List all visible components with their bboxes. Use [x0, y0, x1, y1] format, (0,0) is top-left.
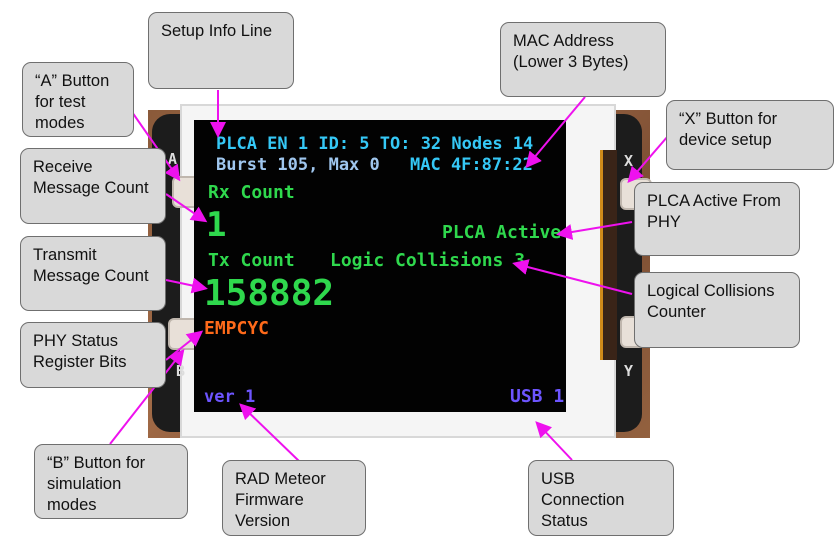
tx-count-label: Tx Count — [208, 250, 295, 271]
callout-x-button: “X” Button for device setup — [666, 100, 834, 170]
callout-plca-active: PLCA Active From PHY — [634, 182, 800, 256]
arrow-b-button — [109, 348, 185, 445]
callout-phy-status: PHY Status Register Bits — [20, 322, 166, 388]
callout-b-button: “B” Button for simulation modes — [34, 444, 188, 519]
callout-firmware-version: RAD Meteor Firmware Version — [222, 460, 366, 536]
arrow-phy-status — [165, 330, 204, 361]
x-button-letter: X — [624, 152, 634, 170]
setup-info-line: PLCA EN 1 ID: 5 TO: 32 Nodes 14 — [216, 134, 534, 154]
callout-transmit-count: Transmit Message Count — [20, 236, 166, 311]
callout-logical-collisions: Logical Collisions Counter — [634, 272, 800, 348]
arrow-usb-connection — [535, 421, 573, 461]
mac-address-line: MAC 4F:87:22 — [410, 155, 533, 175]
arrow-receive-count — [165, 193, 208, 223]
plca-active-status: PLCA Active — [442, 222, 562, 243]
arrow-logical-collisions — [512, 259, 633, 295]
usb-status: USB 1 — [510, 386, 565, 407]
arrow-x-button — [627, 135, 669, 184]
callout-mac-address: MAC Address (Lower 3 Bytes) — [500, 22, 666, 97]
firmware-version: ver 1 — [204, 387, 256, 407]
callout-a-button: “A” Button for test modes — [22, 62, 134, 137]
tx-count-value: 158882 — [204, 273, 335, 314]
rx-count-label: Rx Count — [208, 182, 295, 203]
callout-receive-count: Receive Message Count — [20, 148, 166, 224]
callout-usb-connection: USB Connection Status — [528, 460, 674, 536]
arrow-plca-active — [556, 221, 633, 240]
lcd-screen — [194, 120, 566, 412]
a-button-letter: A — [168, 150, 178, 168]
arrow-firmware-version — [239, 403, 301, 463]
ribbon-cable — [600, 150, 617, 360]
burst-line: Burst 105, Max 0 — [216, 155, 380, 175]
callout-setup-info: Setup Info Line — [148, 12, 294, 89]
rx-count-value: 1 — [206, 205, 227, 245]
arrow-transmit-count — [165, 277, 208, 294]
arrow-a-button — [131, 111, 181, 182]
arrow-mac-address — [525, 96, 586, 169]
logic-collisions-counter: Logic Collisions 3 — [330, 250, 526, 271]
y-button-letter: Y — [624, 362, 634, 380]
b-button-letter: B — [176, 362, 186, 380]
phy-status-bits: EMPCYC — [204, 318, 270, 339]
